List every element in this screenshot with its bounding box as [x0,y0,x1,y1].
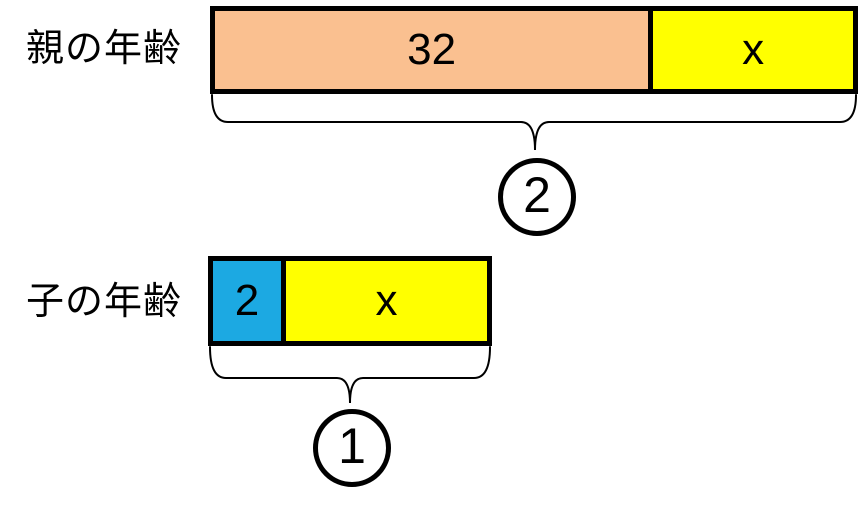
child-ratio-badge: 1 [313,409,391,487]
child-known-value: 2 [234,276,260,325]
parent-brace [211,94,857,151]
child-brace [209,346,491,404]
child-age-bar: 2 x [208,256,492,346]
child-age-label: 子の年齢 [26,281,183,323]
parent-ratio-value: 2 [523,167,551,223]
parent-known-segment: 32 [215,11,649,89]
child-unknown-segment: x [280,261,487,341]
child-ratio-value: 1 [338,418,366,474]
child-known-segment: 2 [213,261,281,341]
parent-unknown-value: x [742,25,765,74]
parent-age-bar: 32 x [210,6,858,94]
parent-known-value: 32 [407,25,457,74]
parent-ratio-badge: 2 [498,158,576,236]
parent-unknown-segment: x [648,11,853,89]
child-unknown-value: x [375,276,398,325]
parent-age-label: 親の年齢 [26,28,183,70]
